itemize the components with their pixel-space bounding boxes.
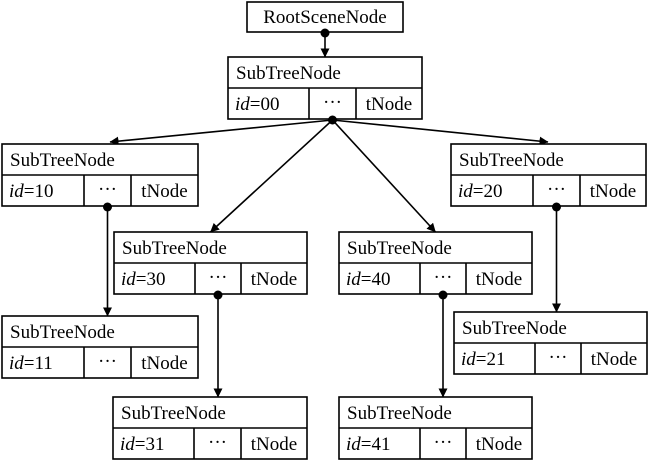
node-tnode-field: tNode bbox=[476, 434, 522, 455]
node-ellipsis-field: ··· bbox=[208, 432, 227, 453]
dots-layer bbox=[103, 28, 561, 300]
subtree-node-31: SubTreeNode id=31 ··· tNode bbox=[112, 396, 308, 460]
subtree-node-title: SubTreeNode bbox=[347, 403, 452, 424]
subtree-node-title: SubTreeNode bbox=[10, 150, 115, 171]
edge-origin-dot bbox=[213, 290, 223, 300]
edge-origin-dot bbox=[552, 202, 561, 212]
node-tnode-field: tNode bbox=[141, 181, 187, 202]
edge-origin-dot bbox=[320, 28, 330, 38]
node-ellipsis-field: ··· bbox=[434, 432, 453, 453]
node-id-field: id=31 bbox=[120, 434, 165, 455]
root-scene-node: RootSceneNode bbox=[246, 1, 404, 33]
node-ellipsis-field: ··· bbox=[209, 267, 228, 288]
edge-origin-dot bbox=[328, 115, 337, 125]
subtree-node-21: SubTreeNode id=21 ··· tNode bbox=[453, 311, 648, 375]
subtree-node-40: SubTreeNode id=40 ··· tNode bbox=[338, 231, 533, 295]
node-ellipsis-field: ··· bbox=[549, 347, 568, 368]
edge-n00-to-n40 bbox=[331, 119, 437, 233]
node-tnode-field: tNode bbox=[141, 353, 187, 374]
node-tnode-field: tNode bbox=[476, 269, 522, 290]
subtree-node-title: SubTreeNode bbox=[459, 150, 564, 171]
node-ellipsis-field: ··· bbox=[323, 92, 342, 113]
node-ellipsis-field: ··· bbox=[98, 179, 117, 200]
node-tnode-field: tNode bbox=[366, 94, 412, 115]
subtree-node-title: SubTreeNode bbox=[462, 318, 567, 339]
node-id-field: id=21 bbox=[461, 349, 506, 370]
node-id-field: id=41 bbox=[346, 434, 391, 455]
node-id-field: id=00 bbox=[235, 94, 280, 115]
edges-layer bbox=[103, 33, 561, 398]
node-ellipsis-field: ··· bbox=[547, 179, 566, 200]
subtree-node-10: SubTreeNode id=10 ··· tNode bbox=[1, 143, 199, 207]
subtree-node-41: SubTreeNode id=41 ··· tNode bbox=[338, 396, 533, 460]
subtree-node-20: SubTreeNode id=20 ··· tNode bbox=[450, 143, 647, 207]
node-tnode-field: tNode bbox=[251, 269, 297, 290]
node-tnode-field: tNode bbox=[251, 434, 297, 455]
root-scene-node-label: RootSceneNode bbox=[263, 7, 386, 28]
node-ellipsis-field: ··· bbox=[434, 267, 453, 288]
edge-n00-to-n10 bbox=[109, 119, 333, 146]
edge-n00-to-n20 bbox=[332, 119, 549, 146]
subtree-node-00: SubTreeNode id=00 ··· tNode bbox=[227, 56, 423, 120]
subtree-node-30: SubTreeNode id=30 ··· tNode bbox=[113, 231, 308, 295]
edge-origin-dot bbox=[438, 290, 448, 300]
node-id-field: id=10 bbox=[9, 181, 54, 202]
subtree-node-title: SubTreeNode bbox=[236, 63, 341, 84]
subtree-node-title: SubTreeNode bbox=[347, 238, 452, 259]
node-tnode-field: tNode bbox=[591, 349, 637, 370]
edge-n00-to-n30 bbox=[209, 119, 334, 233]
node-id-field: id=30 bbox=[121, 269, 166, 290]
edge-origin-dot bbox=[103, 202, 112, 212]
node-id-field: id=11 bbox=[9, 353, 53, 374]
subtree-node-11: SubTreeNode id=11 ··· tNode bbox=[1, 315, 199, 379]
subtree-node-title: SubTreeNode bbox=[10, 322, 115, 343]
node-id-field: id=20 bbox=[458, 181, 503, 202]
subtree-node-title: SubTreeNode bbox=[121, 403, 226, 424]
node-id-field: id=40 bbox=[346, 269, 391, 290]
node-ellipsis-field: ··· bbox=[98, 351, 117, 372]
subtree-node-title: SubTreeNode bbox=[122, 238, 227, 259]
node-tnode-field: tNode bbox=[590, 181, 636, 202]
